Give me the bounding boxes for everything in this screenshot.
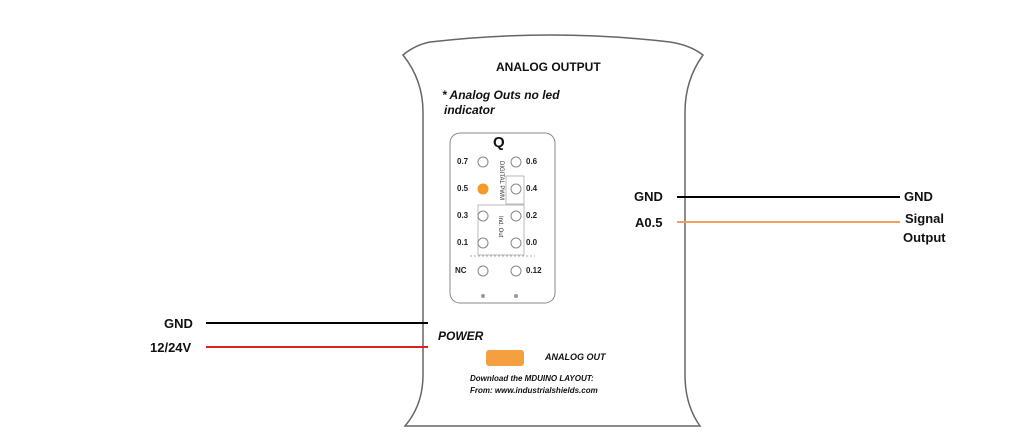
pin-terminal [477, 237, 489, 249]
digital-pwm-box [505, 175, 525, 205]
pin-label: 0.6 [526, 157, 538, 166]
pin-terminal [477, 265, 489, 277]
analog-out-swatch [486, 350, 524, 366]
module-note-line1: * Analog Outs no led [442, 88, 560, 102]
pin-group [477, 156, 522, 277]
pin-terminal [477, 210, 489, 222]
ind-out-label: Ind. Out [497, 216, 503, 238]
analog-out-legend-label: ANALOG OUT [545, 352, 606, 362]
pin-terminal [477, 156, 489, 168]
pin-terminal [510, 265, 522, 277]
pin-terminal [510, 156, 522, 168]
right-gnd-outer-label: GND [904, 189, 933, 204]
pin-label: 0.2 [526, 211, 538, 220]
module-title: ANALOG OUTPUT [496, 60, 601, 74]
right-gnd-inner-label: GND [634, 189, 663, 204]
pin-label: 0.7 [457, 157, 469, 166]
connector-block [449, 132, 556, 304]
pin-label: 0.0 [526, 238, 538, 247]
ind-out-box [477, 204, 525, 256]
module-note-line2: indicator [444, 103, 495, 117]
pin-terminal [510, 183, 522, 195]
pin-label: 0.1 [457, 238, 469, 247]
right-signal-outer-label-line2: Output [903, 230, 946, 245]
pin-label: 0.12 [526, 266, 542, 275]
bottom-contact [514, 294, 518, 298]
digital-pwm-label: DIGITAL PWM [498, 161, 504, 200]
right-signal-outer-label-line1: Signal [905, 211, 945, 226]
pin-label: 0.3 [457, 211, 469, 220]
pin-terminal [510, 210, 522, 222]
right-signal-inner-label: A0.5 [635, 215, 663, 230]
pin-led-active [477, 183, 489, 195]
left-power-label: 12/24V [150, 340, 192, 355]
pin-label: 0.4 [526, 184, 538, 193]
pin-label: 0.5 [457, 184, 469, 193]
left-gnd-label: GND [164, 316, 193, 331]
download-line2: From: www.industrialshields.com [470, 386, 598, 395]
connector-title: Q [493, 134, 505, 151]
pin-terminal [510, 237, 522, 249]
download-line1: Download the MDUINO LAYOUT: [470, 374, 594, 383]
bottom-contact [481, 294, 485, 298]
pin-label: NC [455, 266, 467, 275]
power-label: POWER [438, 329, 484, 343]
